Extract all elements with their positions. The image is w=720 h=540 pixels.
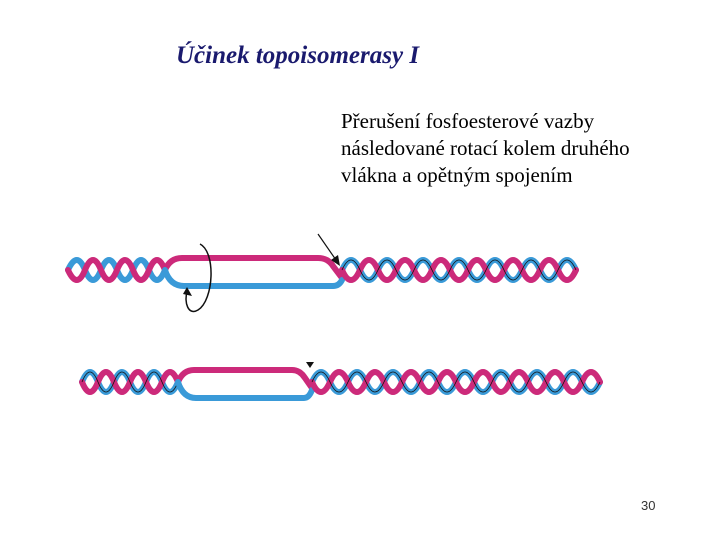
dna-bottom bbox=[79, 362, 603, 401]
helix-outline bbox=[341, 259, 577, 281]
dna-top bbox=[65, 233, 579, 313]
page-number: 30 bbox=[641, 498, 656, 513]
helix-right-top-magenta bbox=[339, 257, 579, 283]
rotation-arrowhead bbox=[183, 287, 192, 296]
description-line: vlákna a opětným spojením bbox=[341, 163, 573, 187]
cut-site-arrowhead bbox=[331, 255, 340, 266]
cut-site-arrow-icon bbox=[317, 233, 337, 261]
rotation-arrow-icon bbox=[185, 243, 212, 313]
helix-outline bbox=[81, 371, 179, 393]
helix-left-top-magenta bbox=[65, 257, 168, 283]
slide-description: Přerušení fosfoesterové vazby následovan… bbox=[341, 108, 681, 189]
rejoined-blue-strand bbox=[175, 379, 315, 401]
description-line: Přerušení fosfoesterové vazby bbox=[341, 109, 595, 133]
helix-outline bbox=[311, 371, 601, 393]
unwound-magenta-strand bbox=[162, 255, 345, 281]
description-line: následované rotací kolem druhého bbox=[341, 136, 630, 160]
rejoin-marker-icon bbox=[306, 362, 314, 368]
slide-title: Účinek topoisomerasy I bbox=[176, 42, 420, 69]
rejoined-magenta-strand bbox=[175, 367, 315, 391]
unwound-blue-strand bbox=[162, 267, 345, 289]
